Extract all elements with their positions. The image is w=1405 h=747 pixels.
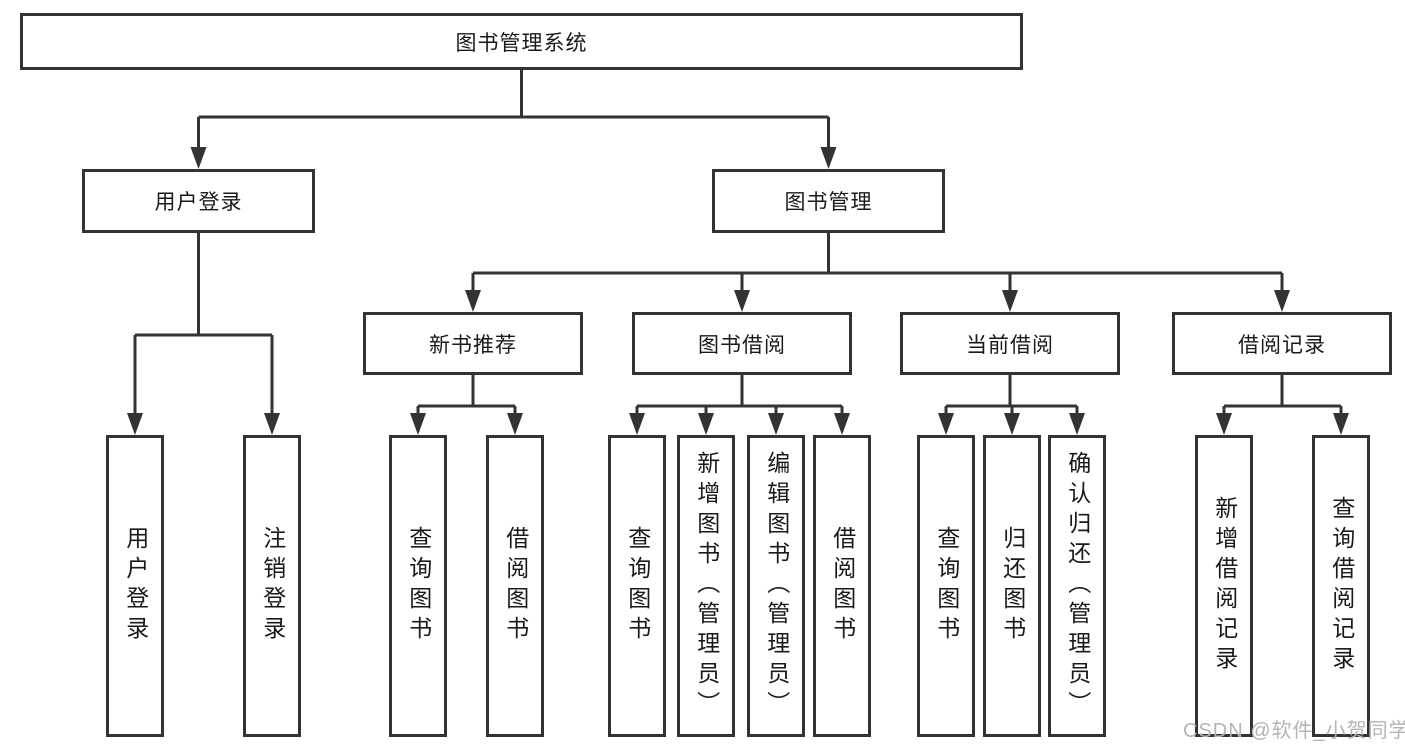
node-label: 图书管理	[784, 191, 873, 214]
node-label: 图书管理系统	[455, 31, 588, 55]
node-user-login: 用户登录	[82, 169, 315, 233]
node-label: 新增图书（管理员）	[693, 451, 720, 721]
node-label: 借阅记录	[1238, 333, 1326, 357]
leaf-query-book-b: 查询图书	[608, 435, 666, 737]
leaf-logout-login: 注销登录	[243, 435, 301, 737]
leaf-user-login: 用户登录	[106, 435, 164, 737]
leaf-edit-book-admin: 编辑图书（管理员）	[747, 435, 805, 737]
node-label: 用户登录	[122, 526, 149, 646]
leaf-return-book: 归还图书	[983, 435, 1041, 737]
leaf-confirm-return-admin: 确认归还（管理员）	[1048, 435, 1106, 737]
node-label: 查询图书	[624, 526, 651, 646]
node-label: 查询借阅记录	[1328, 496, 1355, 676]
leaf-borrow-book-b: 借阅图书	[813, 435, 871, 737]
node-library-system: 图书管理系统	[20, 13, 1023, 70]
node-label: 归还图书	[999, 526, 1026, 646]
node-label: 查询图书	[933, 526, 960, 646]
leaf-query-book-c: 查询图书	[917, 435, 975, 737]
leaf-query-borrow-record: 查询借阅记录	[1312, 435, 1370, 737]
node-label: 用户登录	[154, 191, 243, 214]
node-label: 注销登录	[259, 526, 286, 646]
node-borrow-records: 借阅记录	[1172, 312, 1392, 375]
leaf-new-borrow-record: 新增借阅记录	[1195, 435, 1253, 737]
leaf-borrow-book-a: 借阅图书	[486, 435, 544, 737]
node-label: 借阅图书	[502, 526, 529, 646]
node-label: 当前借阅	[966, 333, 1054, 357]
node-label: 借阅图书	[829, 526, 856, 646]
node-label: 查询图书	[405, 526, 432, 646]
csdn-watermark: CSDN @软件_小贺同学	[1183, 720, 1405, 742]
node-label: 图书借阅	[698, 333, 786, 357]
node-new-book-recommendation: 新书推荐	[363, 312, 583, 375]
node-label: 编辑图书（管理员）	[763, 451, 790, 721]
node-book-borrow: 图书借阅	[632, 312, 852, 375]
node-label: 新书推荐	[429, 333, 517, 357]
node-label: 新增借阅记录	[1211, 496, 1238, 676]
leaf-query-book-a: 查询图书	[389, 435, 447, 737]
node-book-management: 图书管理	[712, 169, 945, 233]
node-label: 确认归还（管理员）	[1064, 451, 1091, 721]
node-current-borrow: 当前借阅	[900, 312, 1120, 375]
leaf-add-book-admin: 新增图书（管理员）	[677, 435, 735, 737]
